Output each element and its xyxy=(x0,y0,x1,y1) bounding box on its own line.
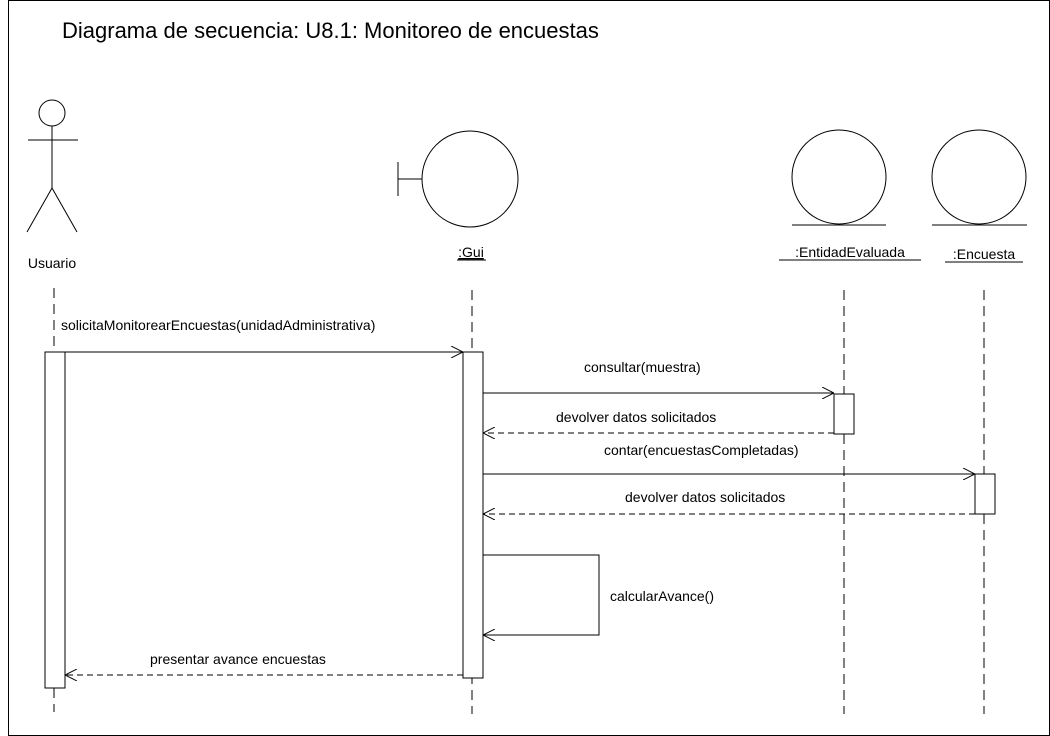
entity-label-encuesta: :Encuesta xyxy=(953,246,1015,262)
diagram-title: Diagrama de secuencia: U8.1: Monitoreo d… xyxy=(62,18,599,43)
message-label-6: calcularAvance() xyxy=(610,588,714,604)
activation-entidad xyxy=(833,393,855,435)
actor-usuario xyxy=(26,99,78,233)
activation-gui xyxy=(462,351,484,679)
message-label-3: devolver datos solicitados xyxy=(556,409,716,425)
message-label-2: consultar(muestra) xyxy=(584,359,701,375)
message-label-4: contar(encuestasCompletadas) xyxy=(604,442,799,458)
entity-icon-entidad xyxy=(791,129,887,226)
boundary-icon xyxy=(397,130,519,228)
activation-usuario xyxy=(44,351,66,689)
message-arrow-6 xyxy=(483,554,600,635)
message-label-5: devolver datos solicitados xyxy=(625,489,785,505)
activation-encuesta xyxy=(974,473,996,515)
actor-label: Usuario xyxy=(28,255,76,271)
message-label-7: presentar avance encuestas xyxy=(150,651,326,667)
message-label-1: solicitaMonitorearEncuestas(unidadAdmini… xyxy=(61,317,375,333)
diagram-frame xyxy=(8,0,1050,736)
entity-icon-encuesta xyxy=(931,129,1027,226)
entity-label-entidad: :EntidadEvaluada xyxy=(795,244,905,260)
boundary-label: :Gui xyxy=(458,244,484,260)
